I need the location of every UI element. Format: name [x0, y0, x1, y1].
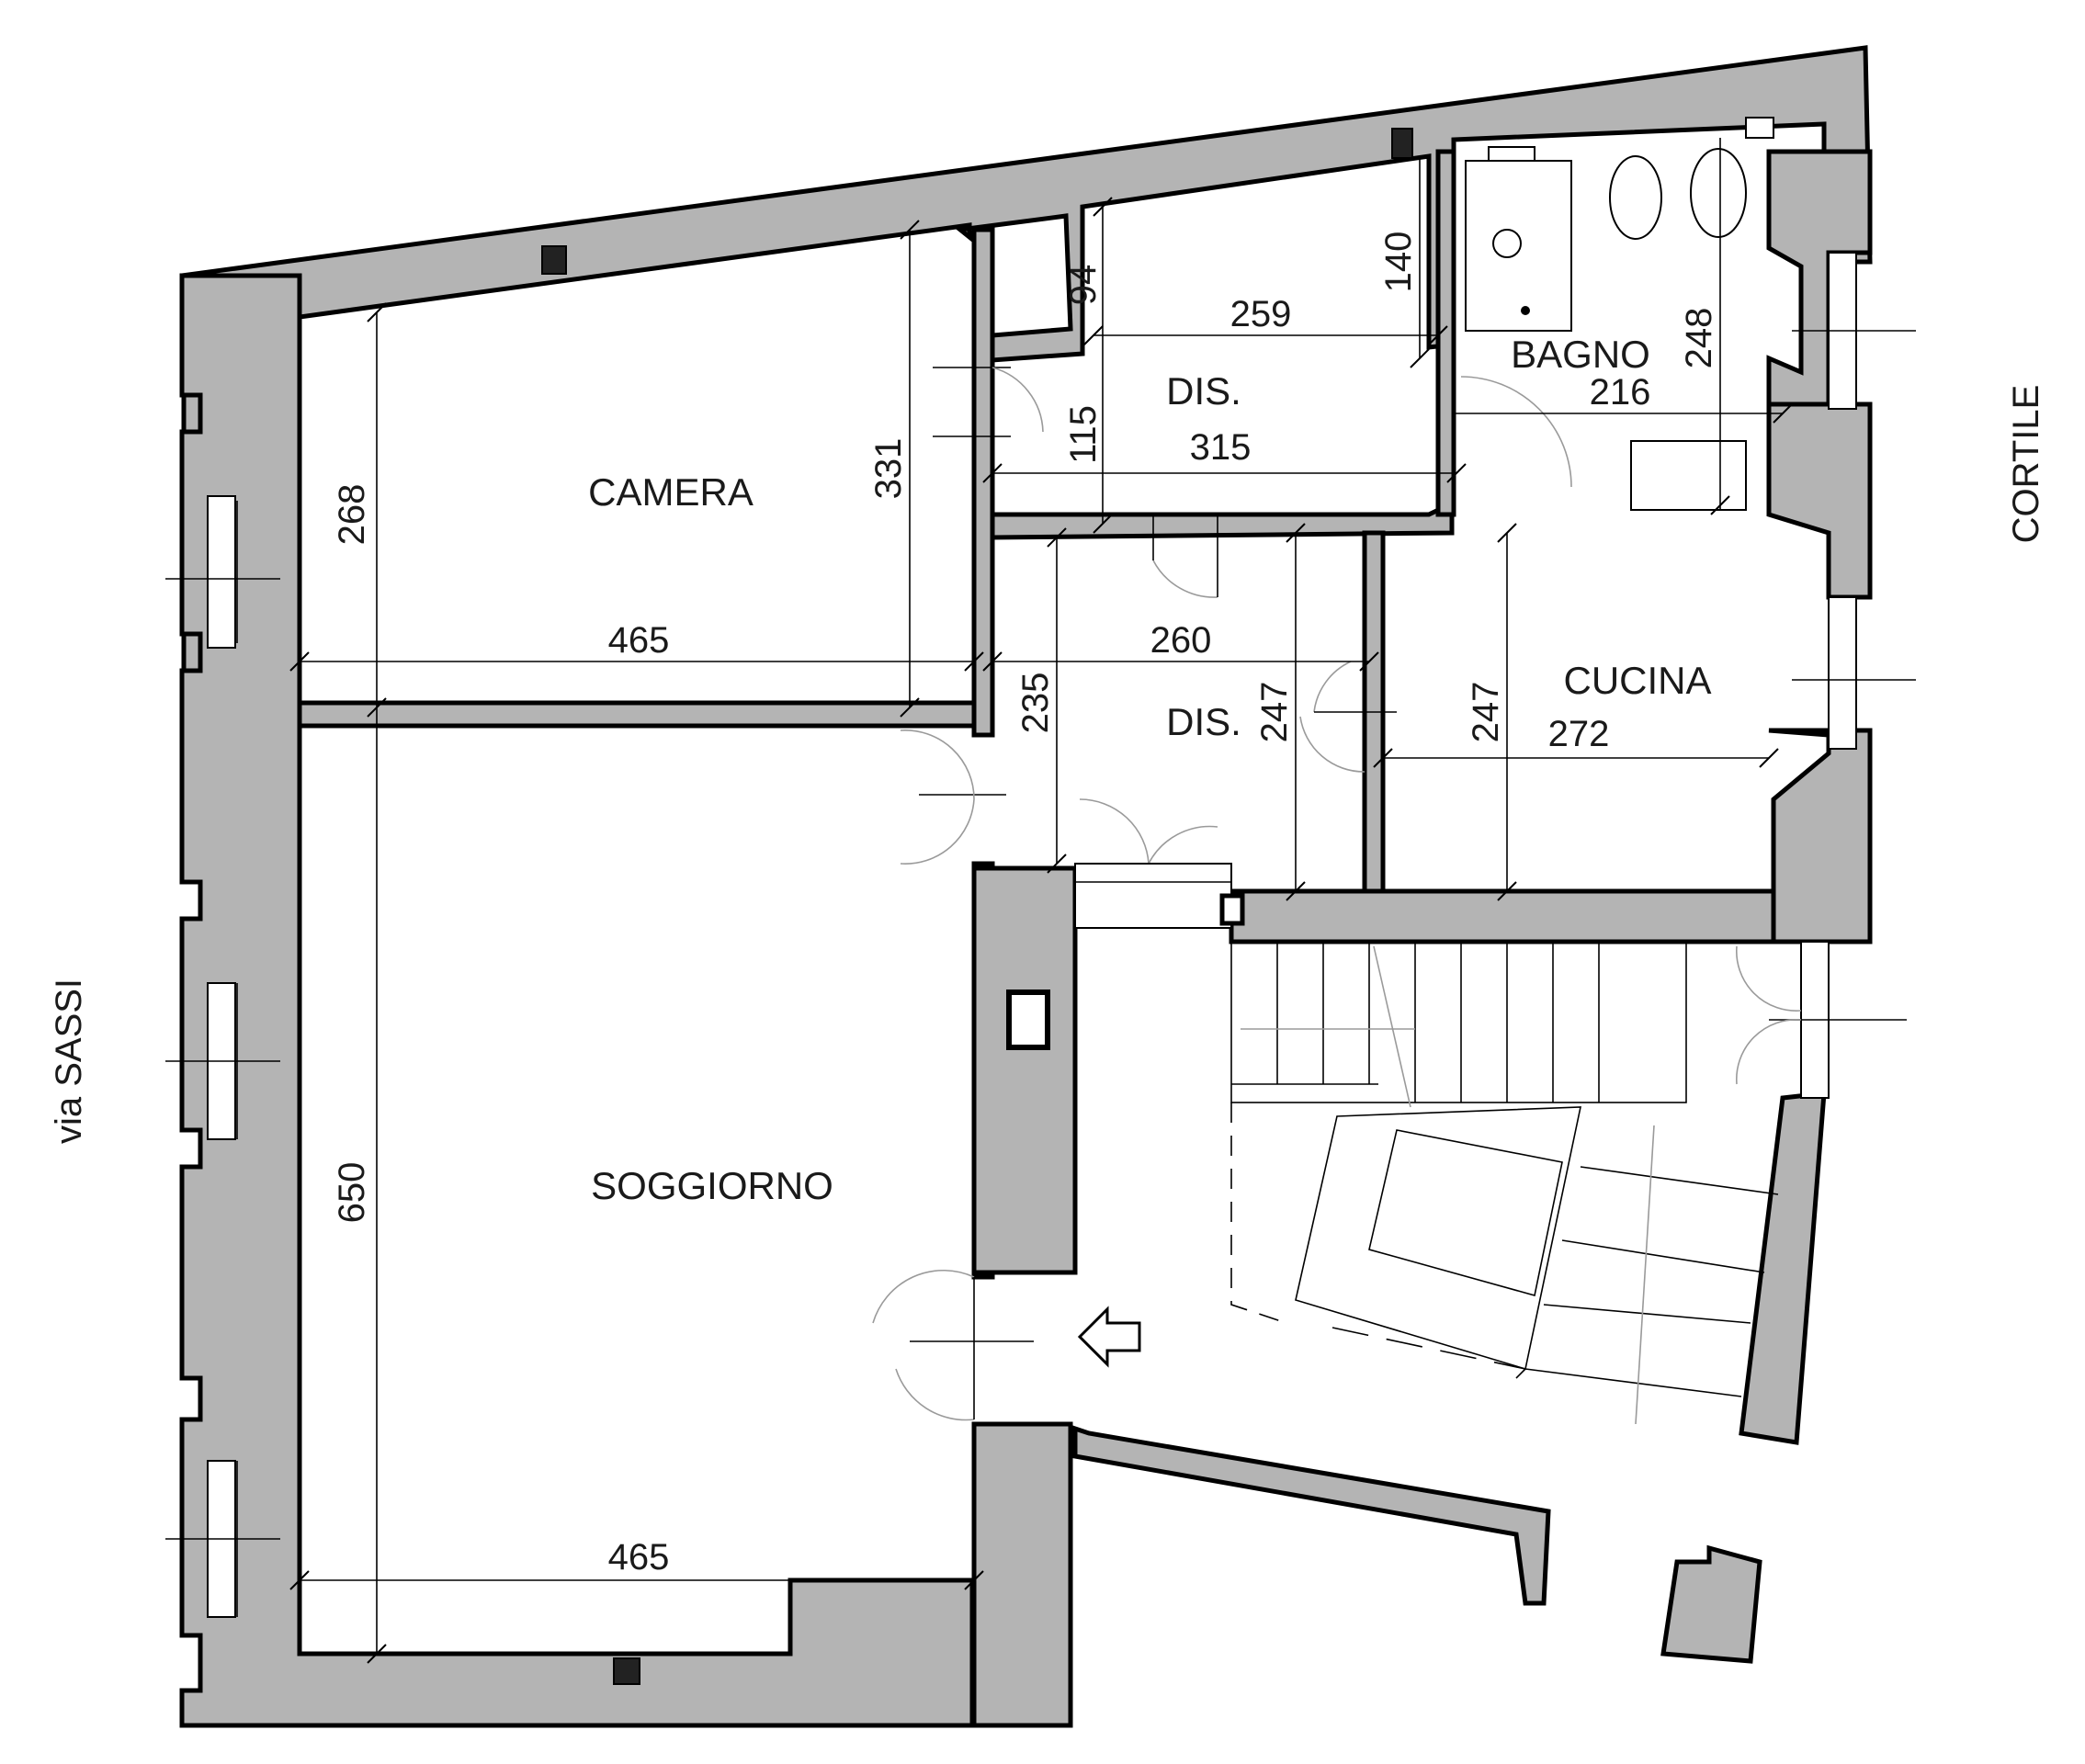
room-label-dis-lower: DIS.: [1166, 700, 1241, 743]
dis-upper-lower-wall: [990, 500, 1455, 540]
west-windows: [165, 495, 280, 1618]
dim-soggiorno-h: 650: [332, 1162, 372, 1224]
radiator-soggiorno: [613, 1657, 640, 1685]
door-swing-soggiorno: [900, 729, 975, 800]
doors: [872, 367, 1802, 1421]
door-swing-balcony: [1079, 798, 1150, 865]
room-label-camera: CAMERA: [588, 470, 754, 514]
door-swing-stair: [1736, 945, 1802, 1012]
stair-flight-upper: [1230, 941, 1687, 1103]
room-label-dis-upper: DIS.: [1166, 369, 1241, 413]
door-swing-bagno: [1460, 376, 1572, 488]
window-camera: [207, 495, 236, 649]
room-labels: CAMERA DIS. BAGNO DIS. CUCINA SOGGIORNO: [588, 333, 1711, 1207]
dim-cucina-w: 272: [1548, 714, 1610, 754]
window-cucina: [1828, 596, 1857, 750]
washbasin: [1630, 440, 1747, 511]
dim-soggiorno-w: 465: [608, 1537, 670, 1577]
east-wall-middle: [1766, 401, 1873, 600]
street-label-west: via SASSI: [49, 978, 89, 1144]
street-label-east: CORTILE: [2006, 385, 2046, 544]
dim-cucina-h: 247: [1466, 682, 1506, 743]
entrance-arrow-icon: [1077, 1306, 1141, 1368]
dim-dis-lower-h2: 247: [1254, 682, 1295, 743]
dim-bagno-w: 216: [1590, 372, 1651, 413]
dim-dis-lower-h1: 235: [1015, 673, 1056, 734]
door-swing-dis: [1152, 560, 1218, 598]
dim-dis-upper-h: 115: [1063, 405, 1104, 464]
toilet: [1690, 148, 1747, 238]
walls: [179, 45, 1873, 1728]
cucina-south-wall: [1229, 888, 1776, 944]
door-swing-camera: [992, 367, 1044, 433]
radiator-camera: [541, 245, 567, 275]
room-label-bagno: BAGNO: [1511, 333, 1650, 376]
core-block: [971, 865, 1078, 1275]
stairs: [1230, 941, 1779, 1425]
stair-well: [1295, 1106, 1581, 1371]
room-label-cucina: CUCINA: [1563, 659, 1711, 702]
dimension-lines: [289, 138, 1793, 1664]
bathroom-fixtures: [1465, 117, 1774, 511]
dim-dis-upper-w2: 315: [1190, 427, 1252, 468]
west-wall: [179, 273, 975, 1728]
bagno-dis-wall: [1435, 149, 1456, 517]
dim-camera-h-outer: 331: [868, 438, 909, 500]
dim-dis-upper-d1: 94: [1063, 265, 1104, 306]
landing-wall: [1072, 1425, 1551, 1606]
soggiorno-east-wall: [971, 1421, 1073, 1728]
dim-camera-w: 465: [608, 620, 670, 661]
door-swing-cucina: [1313, 661, 1352, 713]
dim-dis-upper-d2: 140: [1378, 232, 1419, 293]
bidet: [1609, 155, 1662, 240]
dim-dis-lower-w: 260: [1150, 620, 1212, 661]
dim-dis-upper-w1: 259: [1230, 294, 1292, 334]
room-label-soggiorno: SOGGIORNO: [591, 1164, 833, 1207]
radiator-dis: [1391, 128, 1413, 159]
balcony: [1074, 863, 1232, 929]
stair-east-wall: [1739, 1091, 1827, 1445]
details: [541, 128, 1413, 1685]
corner-block: [1660, 1544, 1762, 1664]
chimney: [1006, 989, 1050, 1050]
dim-bagno-h: 248: [1679, 308, 1719, 369]
dim-camera-h-inner: 268: [332, 484, 372, 546]
door-swing-entry: [872, 1269, 975, 1324]
east-windows: [1769, 252, 1916, 1099]
dimension-labels: 268 331 465 94 140 259 115 315 216 248 2…: [332, 232, 1719, 1577]
camera-soggiorno-wall: [297, 700, 977, 729]
street-labels: via SASSI CORTILE: [49, 385, 2046, 1144]
